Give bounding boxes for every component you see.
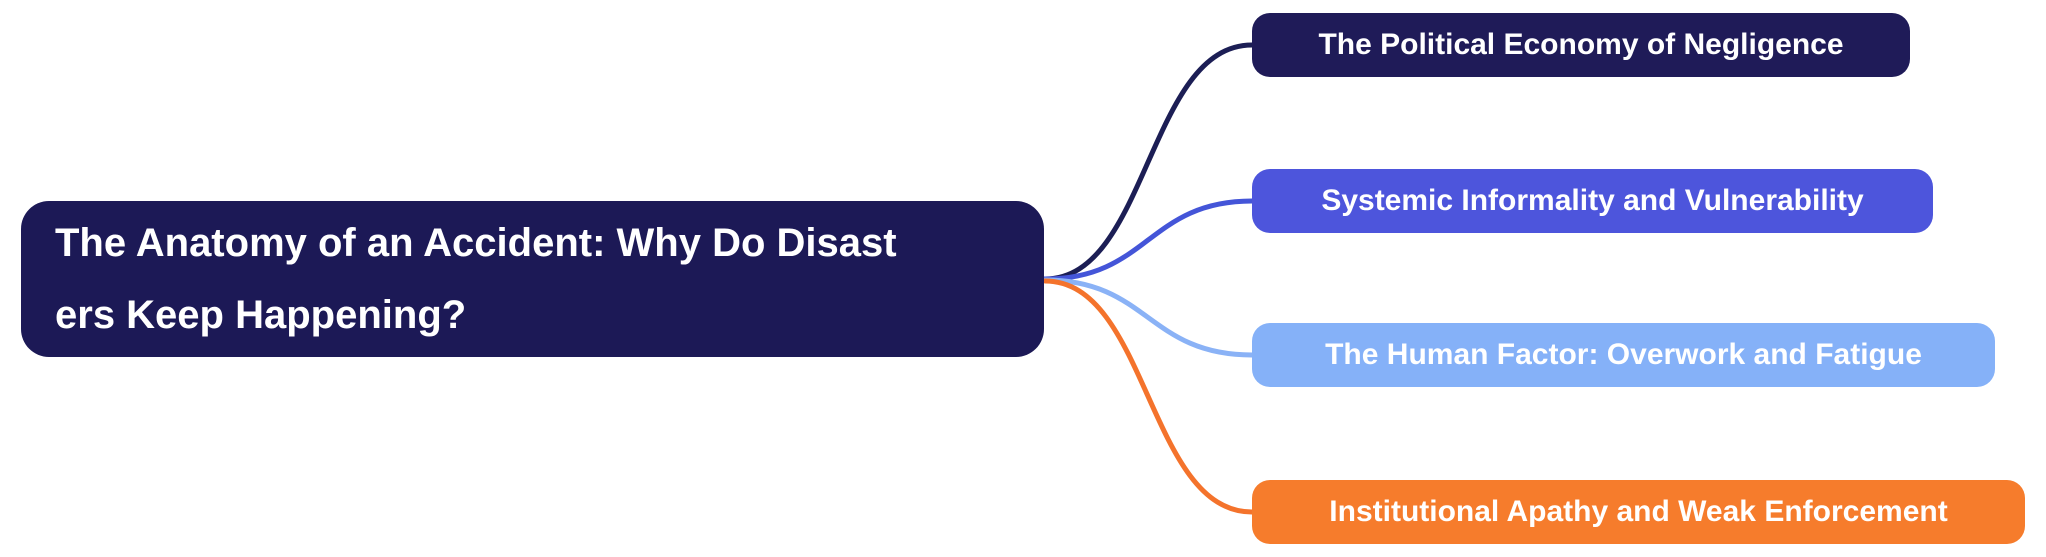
- branch-label: The Human Factor: Overwork and Fatigue: [1325, 338, 1922, 371]
- branch-node-systemic-informality[interactable]: Systemic Informality and Vulnerability: [1252, 169, 1933, 233]
- root-topic-text-line-1: The Anatomy of an Accident: Why Do Disas…: [55, 221, 897, 265]
- branch-label: Institutional Apathy and Weak Enforcemen…: [1329, 495, 1948, 528]
- branch-label: The Political Economy of Negligence: [1318, 28, 1844, 61]
- connector-curve-institutional-apathy: [1042, 278, 1255, 515]
- branch-node-human-factor[interactable]: The Human Factor: Overwork and Fatigue: [1252, 323, 1995, 387]
- root-topic-node[interactable]: The Anatomy of an Accident: Why Do Disas…: [21, 201, 1044, 357]
- branch-node-political-economy[interactable]: The Political Economy of Negligence: [1252, 13, 1910, 77]
- connector-curve-human-factor: [1042, 277, 1255, 358]
- connector-curve-systemic-informality: [1042, 198, 1255, 282]
- branch-node-institutional-apathy[interactable]: Institutional Apathy and Weak Enforcemen…: [1252, 480, 2025, 544]
- connector-curve-political-economy: [1042, 42, 1255, 282]
- root-topic-text-line-2: ers Keep Happening?: [55, 293, 467, 337]
- branch-label: Systemic Informality and Vulnerability: [1321, 184, 1864, 217]
